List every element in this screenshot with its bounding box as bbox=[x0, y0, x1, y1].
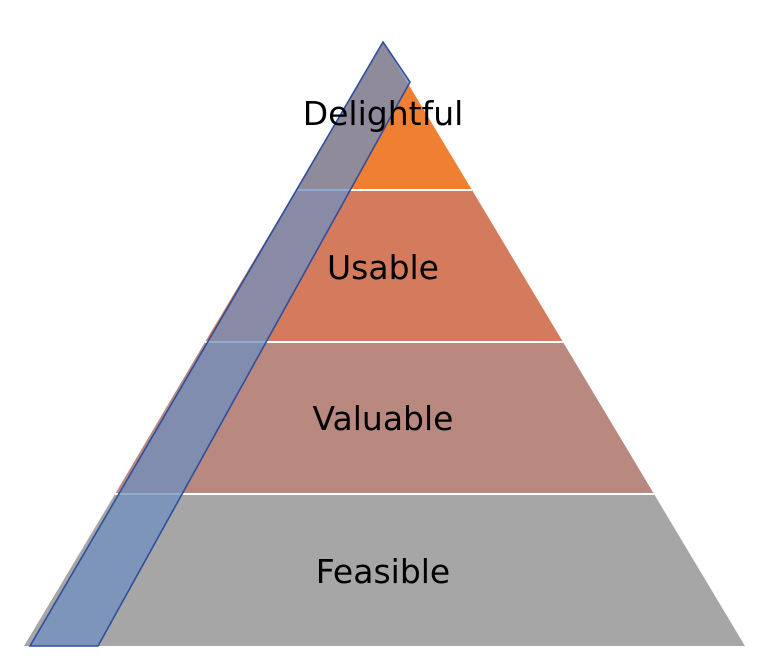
tier-label-delightful: Delightful bbox=[303, 94, 464, 133]
tier-label-valuable: Valuable bbox=[313, 399, 454, 438]
diagonal-slice-overlay bbox=[28, 40, 411, 647]
tier-label-usable: Usable bbox=[327, 248, 439, 287]
tier-label-feasible: Feasible bbox=[316, 552, 450, 591]
tier-feasible bbox=[24, 494, 745, 646]
tier-valuable bbox=[115, 342, 654, 494]
